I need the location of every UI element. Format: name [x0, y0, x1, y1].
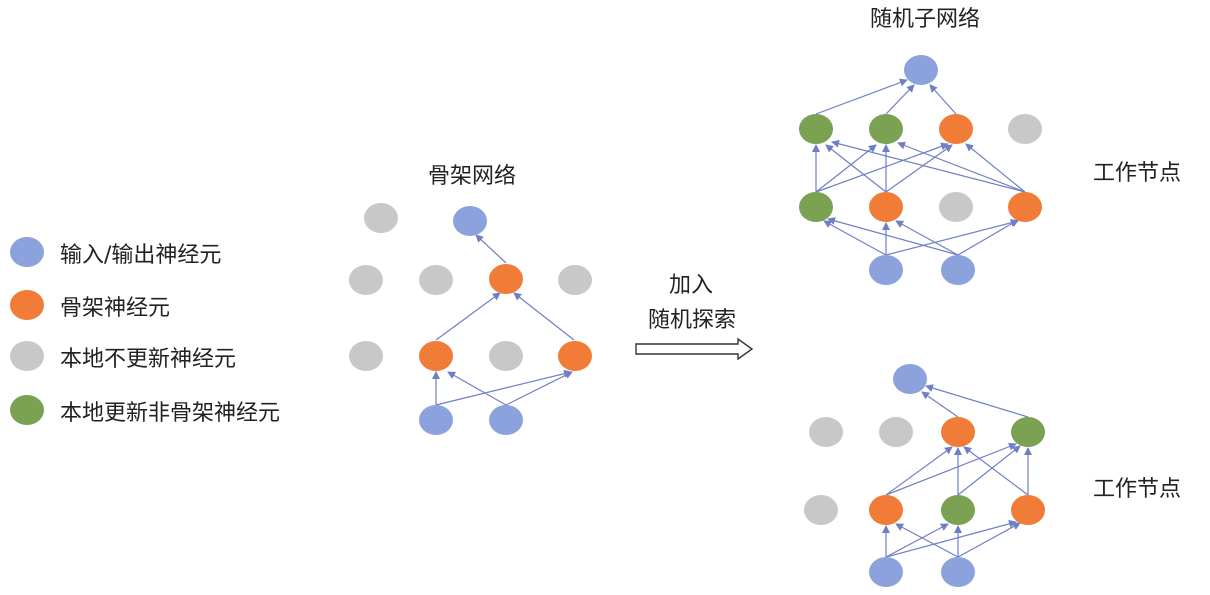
node-local-static	[349, 265, 383, 295]
node-local-update	[799, 192, 833, 222]
edge	[929, 84, 957, 115]
node-local-static	[809, 417, 843, 447]
worker-network-bottom: 工作节点	[804, 364, 1181, 587]
node-local-update	[869, 114, 903, 144]
node-local-static	[419, 265, 453, 295]
legend-item-local-update: 本地更新非骨架神经元	[10, 395, 280, 426]
edge	[885, 144, 953, 193]
node-local-update	[799, 114, 833, 144]
node-local-static	[804, 495, 838, 525]
edge	[815, 144, 877, 193]
worker-top-edges	[812, 78, 1026, 256]
edge	[885, 442, 1017, 496]
legend-swatch-io	[10, 237, 44, 267]
edge	[815, 78, 908, 115]
worker-top-nodes	[799, 55, 1042, 285]
edge	[447, 371, 507, 406]
edge	[885, 218, 1019, 256]
edge	[965, 143, 1026, 193]
backbone-network: 骨架网络	[349, 164, 592, 435]
node-backbone	[419, 341, 453, 371]
node-io	[893, 364, 927, 394]
node-local-update	[1011, 417, 1045, 447]
edge	[897, 141, 1026, 193]
node-io	[453, 206, 487, 236]
hollow-arrow-icon	[635, 337, 754, 361]
edge	[957, 219, 1019, 256]
arrow-label-line2: 随机探索	[648, 308, 736, 333]
node-backbone	[558, 341, 592, 371]
legend-label-backbone: 骨架神经元	[60, 296, 170, 321]
edge	[885, 523, 949, 558]
random-exploration-arrow: 加入 随机探索	[635, 273, 754, 361]
legend-item-local-static: 本地不更新神经元	[10, 341, 236, 372]
edge	[815, 142, 949, 193]
edge	[957, 445, 1021, 496]
arrow-label-line1: 加入	[669, 273, 713, 298]
node-local-update	[941, 495, 975, 525]
edge	[963, 446, 1029, 496]
legend-label-local-static: 本地不更新神经元	[60, 347, 236, 372]
edge	[885, 446, 953, 496]
edge	[827, 217, 959, 256]
worker-network-top: 工作节点	[799, 55, 1181, 285]
legend-swatch-local-update	[10, 395, 44, 425]
legend: 输入/输出神经元 骨架神经元 本地不更新神经元 本地更新非骨架神经元	[10, 237, 280, 426]
edge	[831, 139, 1026, 193]
node-io	[869, 557, 903, 587]
legend-item-io: 输入/输出神经元	[10, 237, 221, 268]
backbone-edges	[432, 234, 575, 406]
node-local-static	[939, 192, 973, 222]
backbone-network-title: 骨架网络	[428, 164, 516, 189]
worker-bottom-label: 工作节点	[1093, 477, 1181, 502]
edge	[825, 144, 887, 193]
node-io	[904, 55, 938, 85]
edge	[957, 522, 1021, 558]
node-io	[489, 405, 523, 435]
node-backbone	[1011, 495, 1045, 525]
node-io	[869, 255, 903, 285]
node-local-static	[349, 341, 383, 371]
legend-label-io: 输入/输出神经元	[60, 243, 221, 268]
node-backbone	[939, 114, 973, 144]
node-local-static	[364, 203, 398, 233]
edge	[925, 384, 1029, 418]
node-backbone	[1008, 192, 1042, 222]
legend-swatch-backbone	[10, 290, 44, 320]
node-backbone	[869, 192, 903, 222]
edge	[475, 234, 507, 264]
node-io	[419, 405, 453, 435]
node-io	[941, 255, 975, 285]
edge	[885, 84, 915, 115]
edge	[505, 371, 573, 406]
node-io	[941, 557, 975, 587]
edge	[823, 220, 887, 256]
worker-top-label: 工作节点	[1093, 161, 1181, 186]
edge	[435, 292, 501, 341]
edge	[895, 220, 959, 256]
edge	[435, 369, 572, 406]
subnetwork-title: 随机子网络	[870, 7, 980, 32]
node-local-static	[558, 265, 592, 295]
node-backbone	[869, 495, 903, 525]
edge	[895, 523, 959, 558]
node-local-static	[879, 417, 913, 447]
worker-bottom-nodes	[804, 364, 1045, 587]
legend-label-local-update: 本地更新非骨架神经元	[60, 401, 280, 426]
edge	[885, 519, 1017, 558]
legend-item-backbone: 骨架神经元	[10, 290, 170, 321]
node-local-static	[1008, 114, 1042, 144]
legend-swatch-local-static	[10, 341, 44, 371]
edge	[921, 391, 959, 418]
worker-bottom-edges	[882, 384, 1032, 558]
edge	[513, 292, 575, 341]
backbone-nodes	[349, 203, 592, 435]
node-backbone	[941, 417, 975, 447]
node-local-static	[489, 341, 523, 371]
node-backbone	[489, 264, 523, 294]
